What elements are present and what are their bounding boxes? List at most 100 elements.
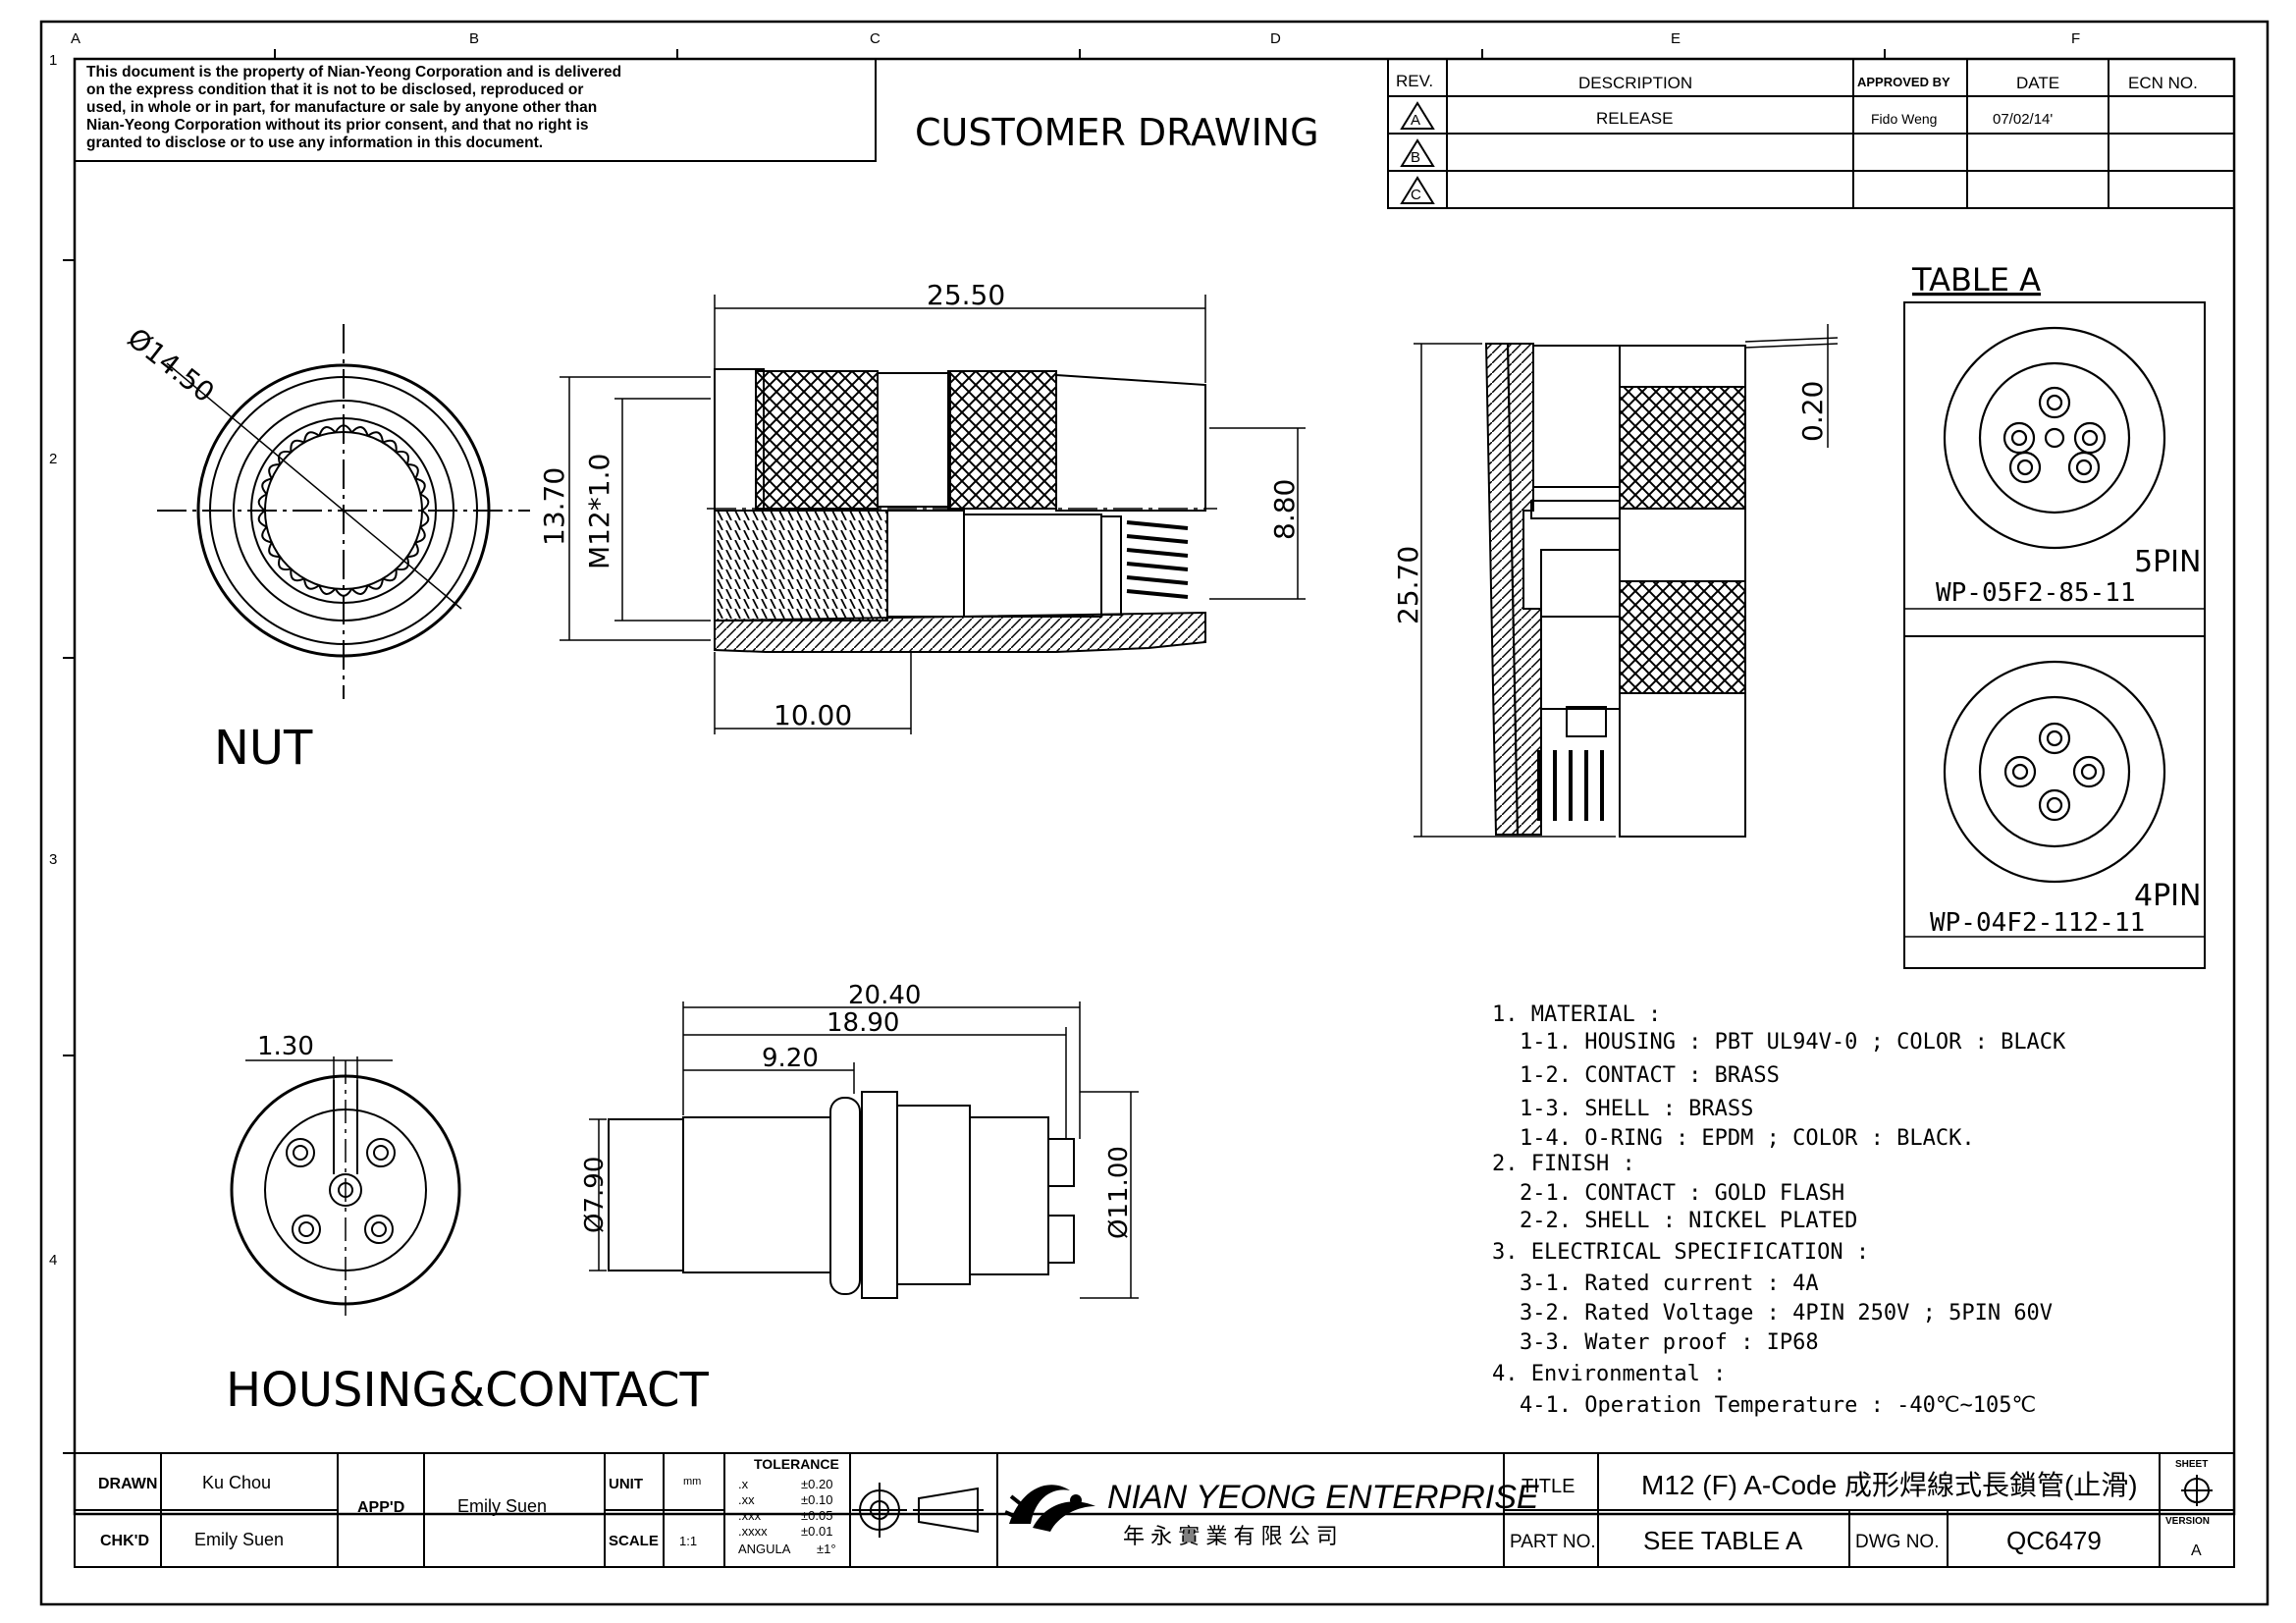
svg-text:5PIN: 5PIN [2134,545,2201,579]
nut-tooth [414,525,426,544]
svg-text:±0.05: ±0.05 [801,1508,832,1523]
svg-text:±0.01: ±0.01 [801,1524,832,1539]
svg-text:3. ELECTRICAL SPECIFICATION: 3. ELECTRICAL SPECIFICATION : [1492,1240,1869,1265]
col-marker: B [469,30,479,47]
svg-text:Fido Weng: Fido Weng [1871,111,1937,127]
nut-tooth [396,450,409,465]
svg-text:REV.: REV. [1396,72,1433,90]
rev-triangle-icon [1400,176,1435,204]
nut-tooth [303,578,320,590]
svg-text:B: B [1411,149,1420,166]
col-marker: E [1671,30,1681,47]
nut-tooth [257,493,268,512]
svg-text:Ø7.90: Ø7.90 [580,1157,610,1233]
svg-text:.x: .x [738,1477,749,1491]
nut-tooth [419,493,430,512]
svg-text:PART NO.: PART NO. [1510,1532,1596,1552]
svg-text:3-1. Rated current : 4A: 3-1. Rated current : 4A [1520,1271,1819,1296]
row-marker: 1 [49,52,57,69]
svg-text:Nian-Yeong Corporation without: Nian-Yeong Corporation without its prior… [86,117,589,134]
svg-text:RELEASE: RELEASE [1596,109,1673,128]
svg-text:VERSION: VERSION [2165,1516,2210,1527]
svg-text:TITLE: TITLE [1522,1476,1575,1497]
section-view [1414,324,1839,838]
svg-text:.xx: .xx [738,1492,755,1507]
svg-text:2-1. CONTACT : GOLD FLASH: 2-1. CONTACT : GOLD FLASH [1520,1181,1844,1206]
svg-text:APP'D: APP'D [357,1499,404,1516]
svg-text:18.90: 18.90 [827,1008,899,1038]
svg-text:1. MATERIAL :: 1. MATERIAL : [1492,1002,1661,1027]
nut-tooth [278,450,292,465]
svg-text:20.40: 20.40 [848,981,921,1010]
svg-text:10.00: 10.00 [774,699,852,731]
dim-1-30: 1.30 [257,1032,314,1061]
nut-tooth [318,426,337,437]
notice-text: This document is the property of Nian-Ye… [86,64,621,151]
svg-text:1-1. HOUSING : PBT UL94V-0: 1-1. HOUSING : PBT UL94V-0 ; COLOR : BLA… [1520,1030,2066,1055]
title-block [74,1452,2235,1568]
svg-text:TABLE A: TABLE A [1911,261,2041,298]
nut-tooth [350,426,369,437]
svg-text:3-2. Rated Voltage : 4PIN: 3-2. Rated Voltage : 4PIN 250V ; 5PIN 60… [1520,1301,2053,1325]
nut-tooth [318,584,337,595]
svg-text:DWG NO.: DWG NO. [1855,1532,1940,1552]
revision-table [1387,58,2235,209]
svg-text:Emily Suen: Emily Suen [457,1496,547,1516]
svg-text:Ku Chou: Ku Chou [202,1473,271,1492]
side-view-dims: 25.50 13.70 M12*1.0 8.80 10.00 [538,279,1301,731]
projection-symbol-icon [852,1483,984,1538]
nut-tooth [367,431,384,443]
nut-tooth [261,525,273,544]
svg-text:QC6479: QC6479 [2006,1526,2102,1555]
col-marker: C [870,30,881,47]
row-marker: 4 [49,1252,57,1269]
side-view [560,295,1306,734]
svg-text:This document is the property: This document is the property of Nian-Ye… [86,64,621,81]
nut-tooth [406,542,419,559]
svg-text:13.70: 13.70 [538,467,570,546]
nut-tooth [406,462,419,479]
nut-tooth [382,568,398,582]
svg-text:SCALE: SCALE [609,1533,659,1549]
svg-text:1:1: 1:1 [679,1534,697,1548]
svg-text:Ø11.00: Ø11.00 [1104,1146,1134,1239]
nut-tooth [350,584,369,595]
svg-text:4. Environmental :: 4. Environmental : [1492,1362,1726,1386]
svg-text:.xxxx: .xxxx [738,1524,768,1539]
svg-text:.xxx: .xxx [738,1508,762,1523]
svg-text:9.20: 9.20 [762,1044,819,1073]
zone-ticks [63,49,1886,1454]
svg-text:4PIN: 4PIN [2134,879,2201,913]
svg-text:CHK'D: CHK'D [100,1533,149,1549]
svg-text:Emily Suen: Emily Suen [194,1530,284,1549]
nut-tooth [290,568,305,582]
col-marker: F [2071,30,2080,47]
nut-tooth [367,578,384,590]
svg-text:WP-05F2-85-11: WP-05F2-85-11 [1936,578,2136,608]
svg-text:4-1. Operation Temperature: 4-1. Operation Temperature : -40℃~105℃ [1520,1393,2036,1418]
svg-text:±0.10: ±0.10 [801,1492,832,1507]
svg-text:C: C [1411,187,1421,203]
col-marker: D [1270,30,1281,47]
svg-text:1-4. O-RING : EPDM ; COLO: 1-4. O-RING : EPDM ; COLOR : BLACK. [1520,1126,1975,1151]
svg-text:TOLERANCE: TOLERANCE [754,1456,839,1472]
notice-box [74,58,877,162]
svg-text:used, in whole or in part, for: used, in whole or in part, for manufactu… [86,99,597,116]
nut-tooth [257,510,268,528]
svg-text:DATE: DATE [2016,74,2059,92]
svg-text:WP-04F2-112-11: WP-04F2-112-11 [1930,908,2145,938]
svg-text:8.80: 8.80 [1268,479,1301,540]
svg-text:mm: mm [683,1476,701,1488]
notes: 1. MATERIAL : 1-1. HOUSING : PBT UL94V-0… [1492,1002,2066,1418]
pin-layout-5pin [1943,326,2166,550]
nut-front-view [157,324,530,699]
revision-rows: A B C RELEASE Fido Weng 07/02/14' [1400,101,2053,204]
svg-text:ECN NO.: ECN NO. [2128,74,2198,92]
svg-text:07/02/14': 07/02/14' [1993,111,2053,128]
nut-tooth [261,477,273,496]
nut-tooth [268,462,281,479]
svg-text:3-3. Water proof : IP68: 3-3. Water proof : IP68 [1520,1330,1819,1355]
nut-tooth [419,510,430,528]
svg-text:ANGULA: ANGULA [738,1542,791,1556]
